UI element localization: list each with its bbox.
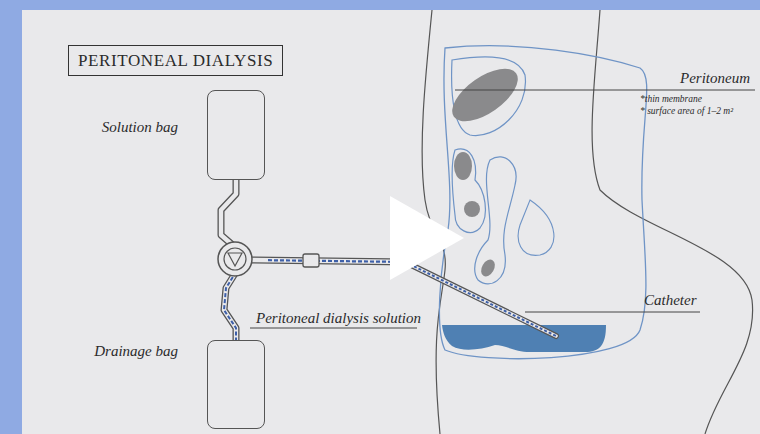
- body-outline: [592, 10, 753, 434]
- tube: [252, 260, 408, 262]
- drain-flow: [224, 272, 236, 340]
- note: * surface area of 1–2 m²: [640, 106, 733, 116]
- fluid-bag: Solution bag: [207, 90, 265, 180]
- organ: [454, 152, 472, 180]
- organ: [478, 257, 497, 279]
- title: PERITONEAL DIALYSIS: [78, 51, 273, 71]
- part-label: Peritoneum: [680, 70, 750, 87]
- title-box: PERITONEAL DIALYSIS: [68, 45, 283, 76]
- y-connector: [218, 242, 252, 276]
- catheter: [405, 262, 556, 336]
- dialysis-fluid: [442, 325, 606, 352]
- tube: [252, 260, 408, 262]
- peritoneum-fold: [452, 149, 485, 232]
- peritoneum-fold: [475, 157, 516, 284]
- y-connector: [224, 248, 246, 270]
- part-label: Catheter: [644, 292, 697, 309]
- play-button: [390, 196, 464, 280]
- note: *thin membrane: [640, 94, 702, 104]
- leader-line: [455, 90, 755, 91]
- y-connector: [228, 253, 242, 266]
- leader-line: [250, 328, 417, 329]
- tube-fitting: [303, 254, 319, 267]
- tube: [268, 260, 408, 262]
- fluid-bag: Drainage bag: [207, 340, 265, 429]
- organ: [444, 58, 527, 131]
- part-label: Peritoneal dialysis solution: [256, 310, 421, 327]
- bag-label: Drainage bag: [94, 343, 178, 360]
- peritoneum-fold: [518, 200, 554, 255]
- organ: [464, 201, 480, 217]
- catheter: [405, 262, 556, 336]
- bag-label: Solution bag: [102, 119, 178, 136]
- catheter: [405, 262, 556, 336]
- leader-line: [525, 312, 700, 313]
